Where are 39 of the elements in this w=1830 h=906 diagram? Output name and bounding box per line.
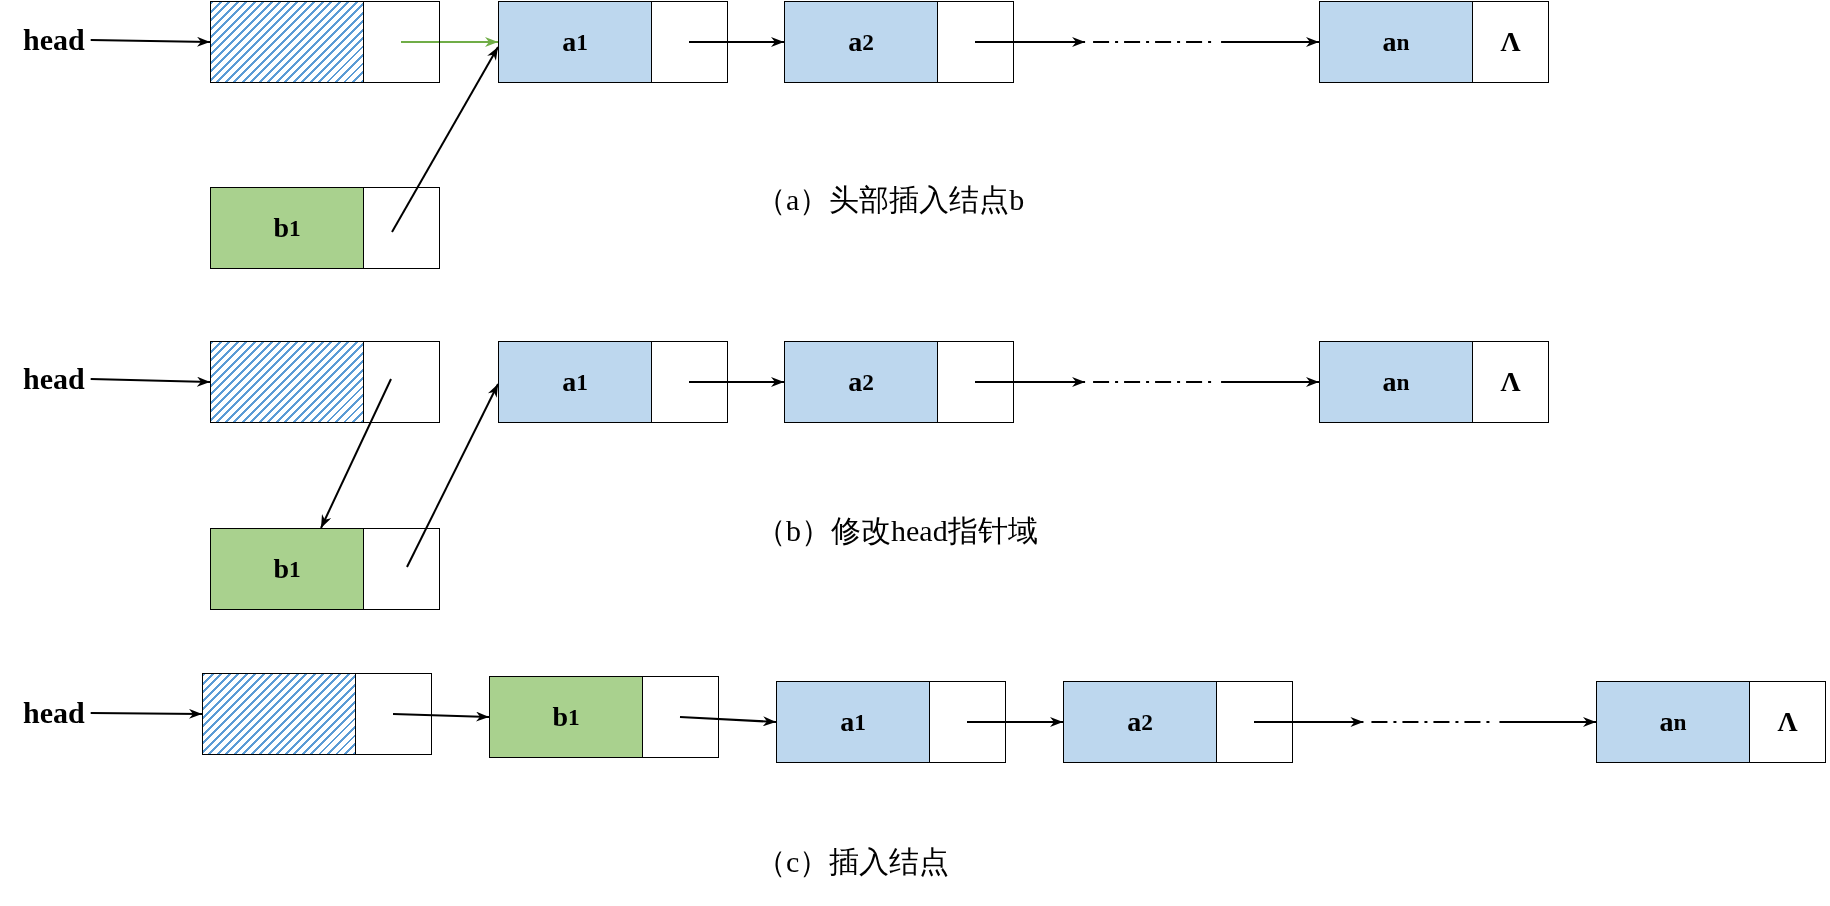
arrow <box>1253 717 1597 727</box>
arrow <box>406 383 499 568</box>
arrow <box>679 716 777 727</box>
head-label: head <box>23 23 85 57</box>
list-node <box>1319 341 1549 423</box>
arrow <box>688 37 785 47</box>
list-node <box>498 1 728 83</box>
list-node <box>210 1 440 83</box>
arrow <box>391 46 499 233</box>
list-node <box>210 187 440 269</box>
null-pointer-sign: Λ <box>1500 26 1521 58</box>
list-node <box>489 676 719 758</box>
list-node <box>1063 681 1293 763</box>
list-node <box>776 681 1006 763</box>
list-node <box>202 673 432 755</box>
head-label: head <box>23 696 85 730</box>
arrow <box>89 376 211 387</box>
list-node <box>784 341 1014 423</box>
list-node <box>498 341 728 423</box>
figure-caption: （b）修改head指针域 <box>756 513 1038 549</box>
figure-caption: （c）插入结点 <box>756 844 950 880</box>
arrow <box>392 711 490 722</box>
figure-caption: （a）头部插入结点b <box>756 182 1025 218</box>
arrow <box>320 378 392 529</box>
arrow <box>966 717 1064 727</box>
arrow <box>974 377 1320 387</box>
list-node <box>210 528 440 610</box>
arrow <box>974 37 1320 47</box>
head-label: head <box>23 362 85 396</box>
null-pointer-sign: Λ <box>1777 706 1798 738</box>
null-pointer-sign: Λ <box>1500 366 1521 398</box>
arrow <box>688 377 785 387</box>
arrow <box>400 37 499 47</box>
arrow <box>89 708 203 719</box>
list-node <box>784 1 1014 83</box>
list-node <box>1319 1 1549 83</box>
list-node <box>210 341 440 423</box>
arrow <box>89 36 211 47</box>
list-node <box>1596 681 1826 763</box>
